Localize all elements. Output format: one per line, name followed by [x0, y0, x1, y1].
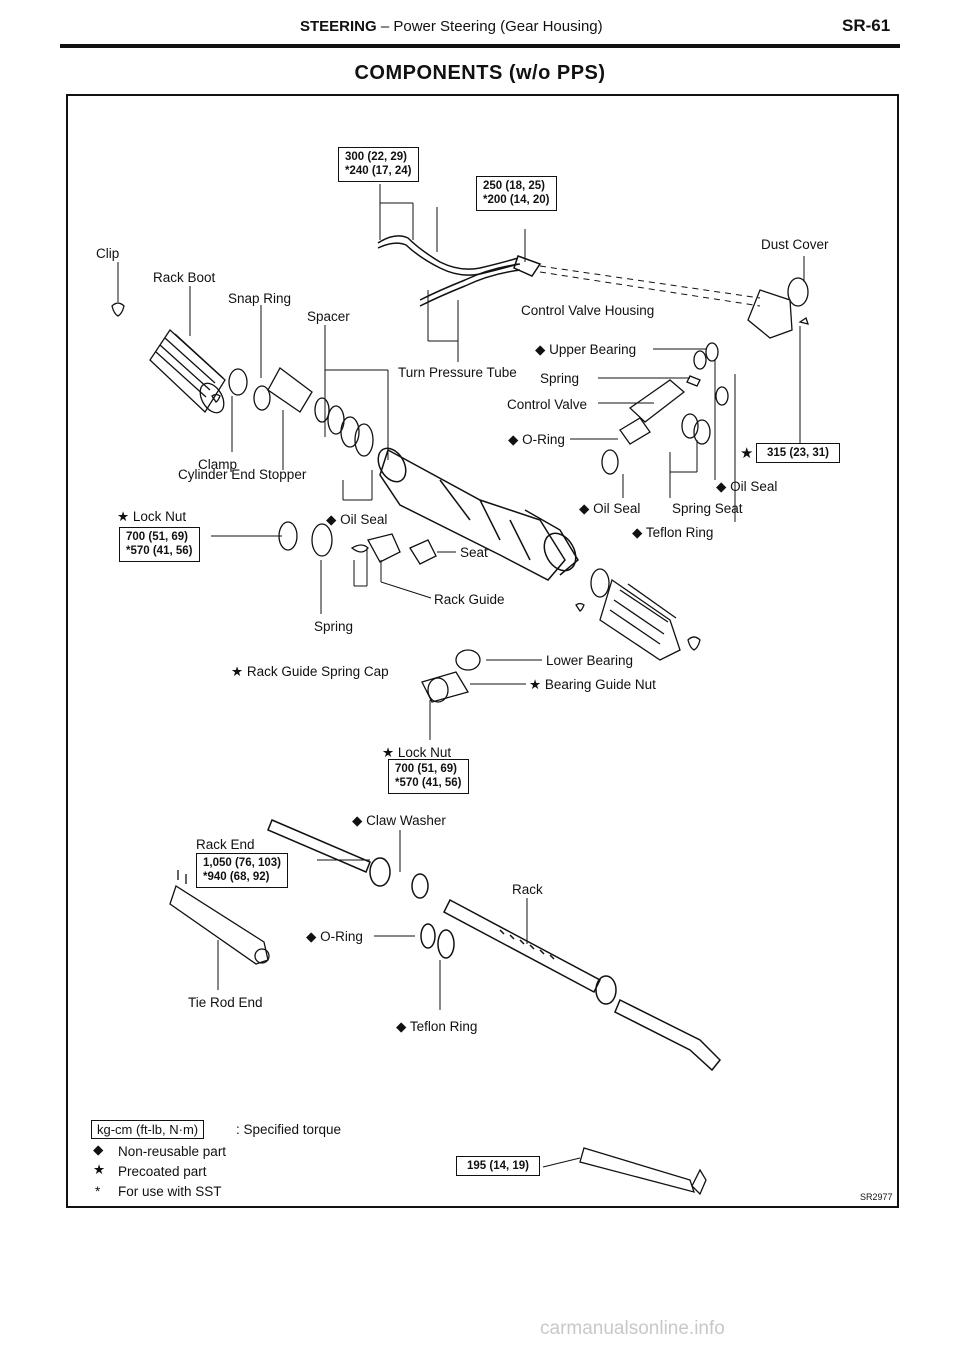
torque-box-315: 315 (23, 31) — [756, 443, 841, 464]
watermark: carmanualsonline.info — [540, 1318, 725, 1339]
torque-value: 250 (18, 25) — [483, 180, 546, 192]
legend-non-reusable: Non-reusable part — [118, 1144, 227, 1159]
tie-rod-end — [169, 870, 707, 1196]
leader-lines — [117, 184, 805, 1168]
label-oil-seal-mid: ◆ Oil Seal — [579, 501, 641, 516]
torque-value: 195 (14, 19) — [467, 1160, 530, 1172]
label-spacer: Spacer — [307, 309, 350, 324]
legend-diamond-symbol: ◆ — [93, 1142, 104, 1157]
rack-end-and-rack — [267, 819, 722, 1072]
legend-sst: For use with SST — [118, 1184, 222, 1199]
legend-torque-box: kg-cm (ft-lb, N·m) — [91, 1120, 205, 1139]
legend-asterisk-symbol: * — [95, 1184, 101, 1199]
label-rack-end: Rack End — [196, 837, 255, 852]
gear-housing — [377, 447, 579, 581]
label-rack-guide: Rack Guide — [434, 592, 505, 607]
torque-value-sst: *570 (41, 56) — [395, 777, 462, 790]
precoated-star-marker: ★ — [740, 445, 754, 462]
rack-boot-left — [111, 302, 226, 414]
torque-value: 300 (22, 29) — [345, 151, 408, 163]
figure-code: SR2977 — [860, 1192, 893, 1202]
page-title: COMPONENTS (w/o PPS) — [354, 62, 606, 84]
label-tie-rod-end: Tie Rod End — [188, 995, 263, 1010]
label-rack-boot: Rack Boot — [153, 270, 216, 285]
torque-value: 315 (23, 31) — [767, 447, 830, 459]
header-subtitle: – Power Steering (Gear Housing) — [380, 18, 603, 35]
torque-box-300: 300 (22, 29) *240 (17, 24) — [338, 147, 419, 182]
torque-box-1050: 1,050 (76, 103) *940 (68, 92) — [196, 853, 289, 888]
label-bearing-guide-nut: ★ Bearing Guide Nut — [529, 677, 656, 692]
label-rack-guide-spring-cap: ★ Rack Guide Spring Cap — [231, 664, 389, 679]
label-spring-lower: Spring — [314, 619, 354, 634]
label-control-valve: Control Valve — [507, 397, 588, 412]
label-turn-pressure-tube: Turn Pressure Tube — [398, 365, 517, 380]
label-lock-nut-center: ★ Lock Nut — [382, 745, 452, 760]
torque-value-sst: *570 (41, 56) — [126, 545, 193, 558]
label-lower-bearing: Lower Bearing — [546, 653, 634, 668]
label-cylinder-end-stopper: Cylinder End Stopper — [178, 467, 307, 482]
label-o-ring-lower: ◆ O-Ring — [306, 929, 363, 944]
label-o-ring-upper: ◆ O-Ring — [508, 432, 565, 447]
label-seat: Seat — [460, 545, 488, 560]
label-clip: Clip — [96, 246, 120, 261]
legend-torque-desc: : Specified torque — [236, 1122, 342, 1137]
page-number: SR-61 — [842, 16, 891, 35]
legend-precoated: Precoated part — [118, 1164, 207, 1179]
label-spring-seat: Spring Seat — [672, 501, 743, 516]
header-rule — [60, 44, 900, 48]
turn-pressure-tubes — [377, 235, 761, 307]
label-claw-washer: ◆ Claw Washer — [352, 813, 446, 828]
rack-boot-right — [575, 568, 701, 661]
torque-value: 700 (51, 69) — [395, 763, 458, 775]
left-small-parts — [211, 367, 374, 457]
label-teflon-ring-lower: ◆ Teflon Ring — [396, 1019, 478, 1034]
legend-star-symbol: ★ — [93, 1162, 106, 1177]
torque-box-195: 195 (14, 19) — [456, 1156, 541, 1177]
torque-box-700-center: 700 (51, 69) *570 (41, 56) — [388, 759, 469, 794]
diagram-frame — [66, 94, 899, 1208]
label-teflon-ring-upper: ◆ Teflon Ring — [632, 525, 714, 540]
rack-guide-parts — [278, 521, 437, 565]
torque-box-250: 250 (18, 25) *200 (14, 20) — [476, 176, 557, 211]
label-lock-nut-left: ★ Lock Nut — [117, 509, 187, 524]
control-valve-assembly — [601, 277, 809, 475]
label-dust-cover: Dust Cover — [761, 237, 829, 252]
label-snap-ring: Snap Ring — [228, 291, 292, 306]
label-spring-upper: Spring — [540, 371, 580, 386]
label-oil-seal-left: ◆ Oil Seal — [326, 512, 388, 527]
label-upper-bearing: ◆ Upper Bearing — [535, 342, 637, 357]
torque-box-700-left: 700 (51, 69) *570 (41, 56) — [119, 527, 200, 562]
running-header: STEERING – Power Steering (Gear Housing) — [300, 18, 603, 35]
torque-value: 700 (51, 69) — [126, 531, 189, 543]
torque-value-sst: *240 (17, 24) — [345, 165, 412, 178]
lower-bearing-parts — [421, 649, 481, 703]
torque-value-sst: *940 (68, 92) — [203, 871, 270, 884]
header-section: STEERING — [300, 18, 377, 35]
label-clamp: Clamp — [198, 457, 238, 472]
label-oil-seal-right: ◆ Oil Seal — [716, 479, 778, 494]
torque-value: 1,050 (76, 103) — [203, 857, 282, 869]
torque-value-sst: *200 (14, 20) — [483, 194, 550, 207]
label-rack: Rack — [512, 882, 543, 897]
label-control-valve-housing: Control Valve Housing — [521, 303, 655, 318]
